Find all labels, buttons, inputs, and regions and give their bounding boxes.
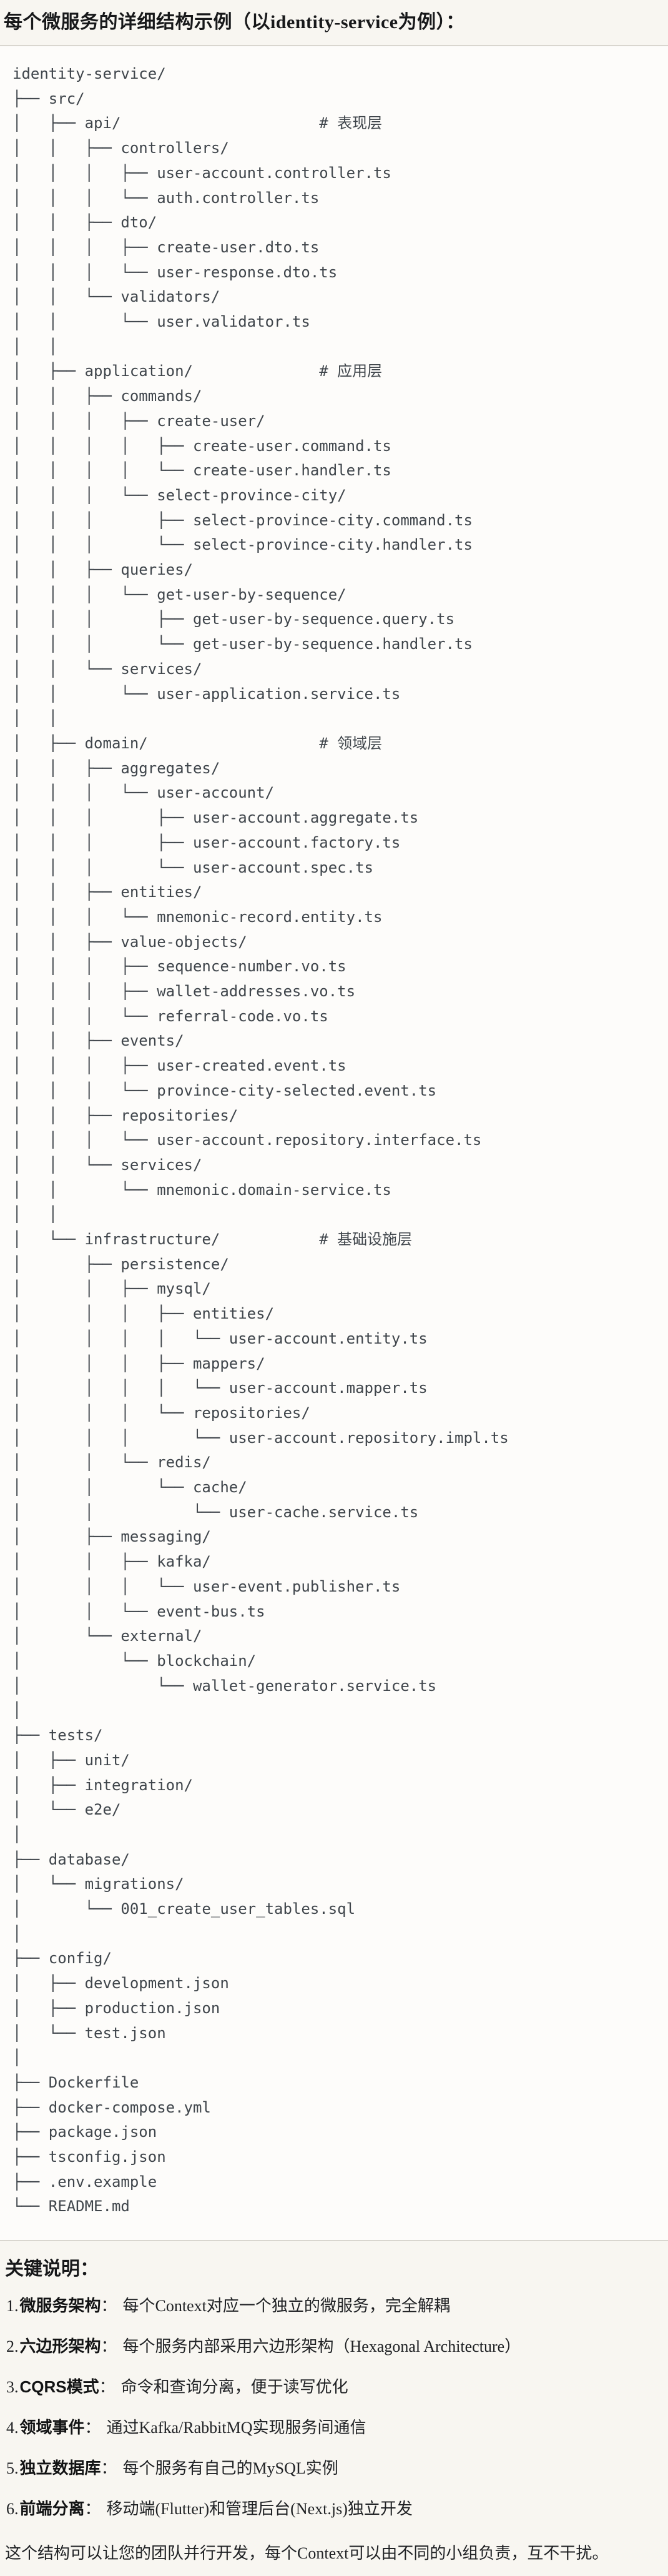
note-number: 5. bbox=[6, 2459, 19, 2478]
code-block: identity-service/ ├── src/ │ ├── api/ # … bbox=[0, 46, 668, 2242]
key-notes-list: 1.微服务架构：每个Context对应一个独立的微服务，完全解耦 2.六边形架构… bbox=[5, 2296, 663, 2519]
note-item: 5.独立数据库： 每个服务有自己的MySQL实例 bbox=[6, 2459, 663, 2478]
note-description: 通过Kafka/RabbitMQ实现服务间通信 bbox=[106, 2419, 366, 2437]
key-notes-heading: 关键说明： bbox=[5, 2259, 99, 2280]
note-description: 移动端(Flutter)和管理后台(Next.js)独立开发 bbox=[106, 2500, 413, 2519]
note-number: 6. bbox=[6, 2500, 19, 2519]
note-term: 微服务架构 bbox=[19, 2296, 101, 2316]
closing-paragraph: 这个结构可以让您的团队并行开发，每个Context可以由不同的小组负责，互不干扰… bbox=[5, 2544, 609, 2563]
note-separator: ： bbox=[101, 2296, 117, 2316]
note-number: 4. bbox=[6, 2419, 19, 2437]
note-item: 1.微服务架构： 每个Context对应一个独立的微服务，完全解耦 bbox=[6, 2296, 663, 2316]
note-description: 每个服务内部采用六边形架构（Hexagonal Architecture） bbox=[122, 2337, 521, 2356]
note-separator: ： bbox=[84, 2418, 101, 2437]
note-item: 6.前端分离： 移动端(Flutter)和管理后台(Next.js)独立开发 bbox=[6, 2499, 663, 2519]
note-description: 每个Context对应一个独立的微服务，完全解耦 bbox=[122, 2297, 450, 2316]
note-term: 领域事件 bbox=[19, 2418, 85, 2437]
note-description: 每个服务有自己的MySQL实例 bbox=[122, 2459, 338, 2478]
note-term: 独立数据库 bbox=[19, 2459, 101, 2478]
note-number: 3. bbox=[6, 2378, 19, 2397]
note-item: 3.CQRS模式： 命令和查询分离，便于读写优化 bbox=[6, 2377, 663, 2397]
note-term: 六边形架构 bbox=[19, 2337, 101, 2356]
note-item: 2.六边形架构： 每个服务内部采用六边形架构（Hexagonal Architec… bbox=[6, 2337, 663, 2356]
note-number: 1. bbox=[6, 2297, 19, 2316]
note-separator: ： bbox=[84, 2499, 101, 2519]
note-separator: ： bbox=[99, 2377, 115, 2397]
note-term: CQRS模式 bbox=[19, 2377, 99, 2397]
key-notes-section: 关键说明： 1.微服务架构：每个Context对应一个独立的微服务，完全解耦 2… bbox=[0, 2241, 668, 2576]
note-item: 4.领域事件： 通过Kafka/RabbitMQ实现服务间通信 bbox=[6, 2418, 663, 2437]
note-separator: ： bbox=[101, 2337, 117, 2356]
note-description: 命令和查询分离，便于读写优化 bbox=[120, 2378, 348, 2397]
directory-tree: identity-service/ ├── src/ │ ├── api/ # … bbox=[12, 65, 509, 2216]
note-term: 前端分离 bbox=[19, 2499, 85, 2519]
note-number: 2. bbox=[6, 2337, 19, 2356]
page-title: 每个微服务的详细结构示例（以identity-service为例）： bbox=[4, 12, 465, 32]
note-separator: ： bbox=[101, 2459, 117, 2478]
page-header: 每个微服务的详细结构示例（以identity-service为例）： bbox=[0, 0, 668, 46]
